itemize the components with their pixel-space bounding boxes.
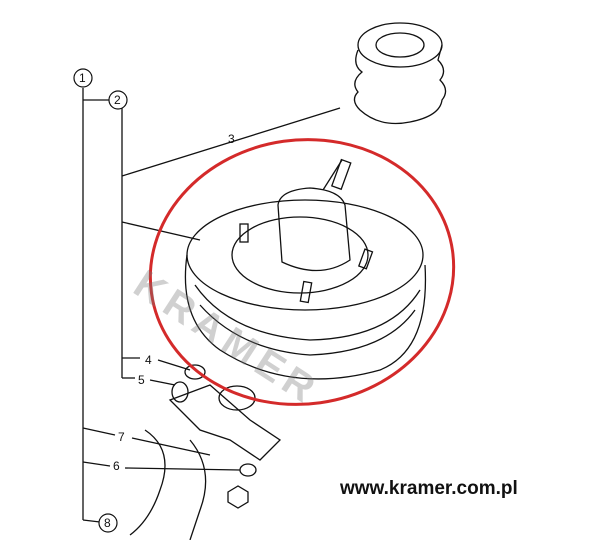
callout-group: 1 2 3 4 5 6 7 8: [73, 68, 235, 533]
website-url: www.kramer.com.pl: [340, 478, 518, 499]
callout-3: 3: [228, 132, 235, 146]
callout-6: 6: [113, 459, 120, 473]
callout-1: 1: [79, 71, 86, 85]
highlight-circle: [148, 138, 456, 406]
callout-4: 4: [145, 353, 152, 367]
callout-2: 2: [114, 93, 121, 107]
callout-7: 7: [118, 430, 125, 444]
callout-5: 5: [138, 373, 145, 387]
callout-8: 8: [104, 516, 111, 530]
